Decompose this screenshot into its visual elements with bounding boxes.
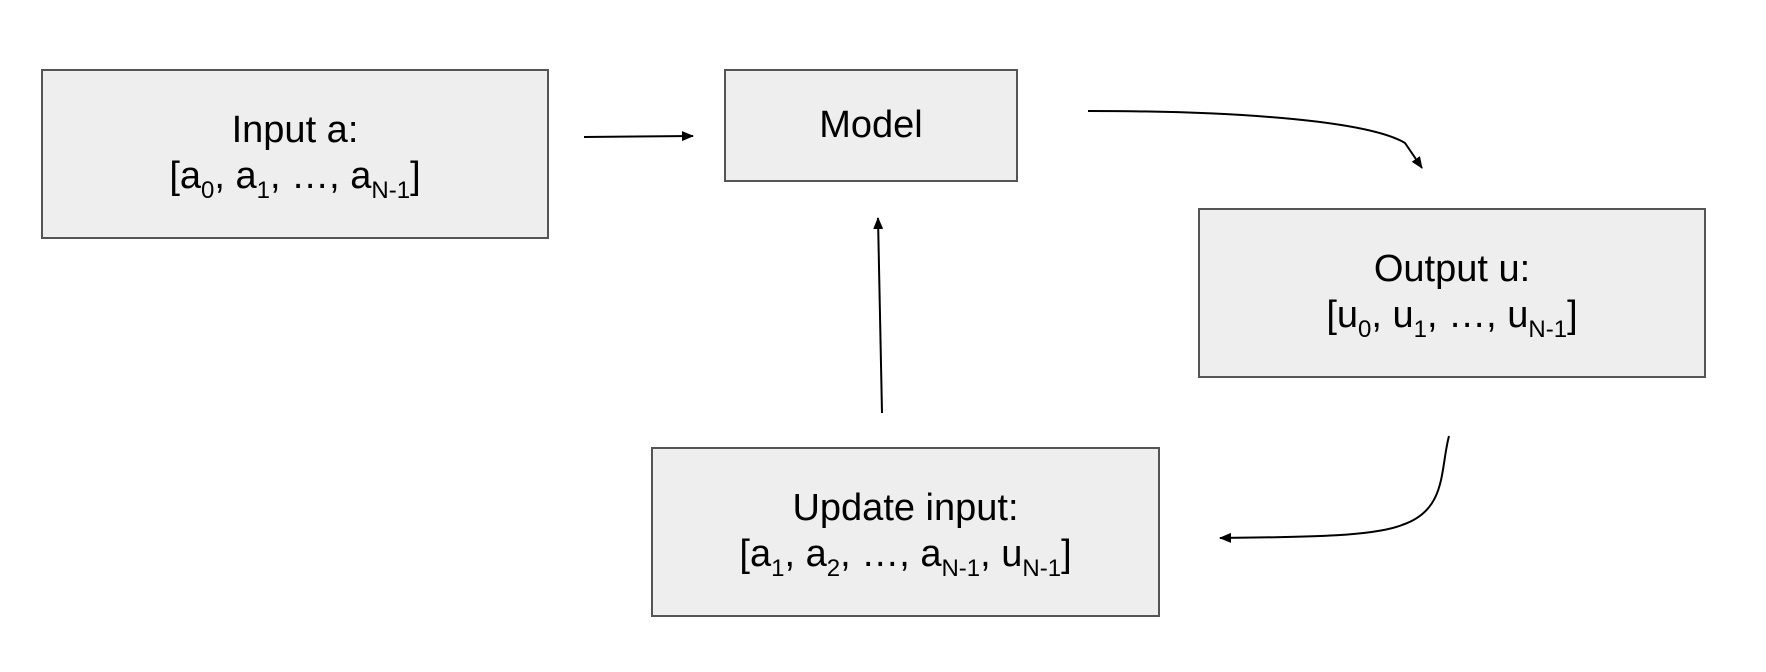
separator: , bbox=[270, 155, 292, 197]
separator: , bbox=[784, 533, 806, 575]
sequence-term: … bbox=[291, 155, 330, 197]
node-input-sequence: [a0, a1, …, aN-1] bbox=[169, 154, 421, 204]
sequence-term: u1 bbox=[1392, 294, 1428, 343]
sequence-term: a1 bbox=[749, 533, 785, 582]
node-output: Output u: [u0, u1, …, uN-1] bbox=[1198, 208, 1706, 378]
edge-output-to-update bbox=[1219, 435, 1450, 543]
bracket-open: [ bbox=[169, 155, 180, 197]
sequence-term: a2 bbox=[805, 533, 841, 582]
node-update-sequence: [a1, a2, …, aN-1, uN-1] bbox=[739, 532, 1072, 582]
sequence-term: … bbox=[861, 533, 900, 575]
sequence-term: aN-1 bbox=[350, 155, 411, 204]
node-update: Update input: [a1, a2, …, aN-1, uN-1] bbox=[651, 447, 1160, 617]
node-input-title: Input a: bbox=[231, 109, 359, 152]
sequence-term: uN-1 bbox=[1001, 533, 1062, 582]
bracket-close: ] bbox=[410, 155, 421, 197]
edge-input-to-model bbox=[583, 131, 694, 142]
separator: , bbox=[214, 155, 236, 197]
sequence-term: a1 bbox=[235, 155, 271, 204]
sequence-term: u0 bbox=[1336, 294, 1372, 343]
bracket-close: ] bbox=[1567, 294, 1578, 336]
sequence-term: a0 bbox=[179, 155, 215, 204]
separator: , bbox=[1427, 294, 1449, 336]
node-output-title: Output u: bbox=[1373, 248, 1531, 291]
sequence-term: uN-1 bbox=[1507, 294, 1568, 343]
node-model: Model bbox=[724, 69, 1018, 182]
bracket-open: [ bbox=[1326, 294, 1337, 336]
separator: , bbox=[1486, 294, 1508, 336]
separator: , bbox=[899, 533, 921, 575]
node-output-sequence: [u0, u1, …, uN-1] bbox=[1326, 293, 1578, 343]
separator: , bbox=[1371, 294, 1393, 336]
edge-update-to-model bbox=[873, 217, 884, 414]
bracket-open: [ bbox=[739, 533, 750, 575]
separator: , bbox=[980, 533, 1002, 575]
node-model-title: Model bbox=[819, 103, 923, 146]
separator: , bbox=[329, 155, 351, 197]
node-update-title: Update input: bbox=[792, 487, 1019, 530]
bracket-close: ] bbox=[1061, 533, 1072, 575]
edge-model-to-output bbox=[1087, 110, 1423, 169]
separator: , bbox=[840, 533, 862, 575]
sequence-term: aN-1 bbox=[920, 533, 981, 582]
node-input: Input a: [a0, a1, …, aN-1] bbox=[41, 69, 549, 239]
sequence-term: … bbox=[1448, 294, 1487, 336]
